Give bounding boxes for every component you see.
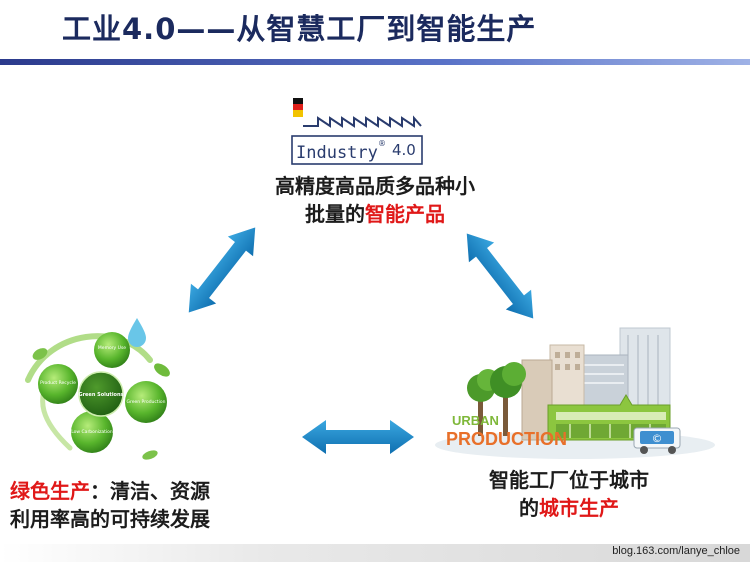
caption-right-line1: 智能工厂位于城市 <box>489 468 649 492</box>
industry-logo-version: 4.0 <box>392 141 416 159</box>
title-underline <box>0 59 750 65</box>
urban-label: URBAN <box>452 413 499 428</box>
green-item-memory: Memory Use <box>98 345 126 351</box>
production-label: PRODUCTION <box>446 429 567 449</box>
urban-production-illustration: © URBAN PRODUCTION <box>435 327 715 459</box>
page-title: 工业4.0——从智慧工厂到智能生产 <box>62 12 537 46</box>
caption-urban-production: 智能工厂位于城市 的城市生产 <box>448 466 690 522</box>
industry-4-logo: Industry ® 4.0 <box>291 98 423 165</box>
caption-top-line1: 高精度高品质多品种小 <box>275 174 475 198</box>
watermark-text: blog.163.com/lanye_chloe <box>612 545 740 557</box>
caption-smart-products: 高精度高品质多品种小 批量的智能产品 <box>237 172 513 228</box>
footer-bar: blog.163.com/lanye_chloe <box>0 544 750 562</box>
green-item-recycle: Product Recycle <box>40 380 76 386</box>
caption-left-line1-rest: ：清洁、资源 <box>90 479 210 503</box>
green-hub-label: Green Solutions <box>78 392 123 398</box>
truck-logo-icon: © <box>652 432 663 445</box>
green-item-production: Green Production <box>127 399 166 405</box>
caption-right-line2-prefix: 的 <box>519 496 539 520</box>
industry-logo-text: Industry <box>296 143 378 163</box>
caption-top-line2-highlight: 智能产品 <box>365 202 445 226</box>
caption-green-production: 绿色生产：清洁、资源 利用率高的可持续发展 <box>10 477 285 533</box>
caption-left-line1-highlight: 绿色生产 <box>10 479 90 503</box>
caption-left-line2: 利用率高的可持续发展 <box>10 507 210 531</box>
caption-top-line2-prefix: 批量的 <box>305 202 365 226</box>
arrow-top-right <box>466 233 534 319</box>
green-solutions-illustration: Memory Use Product Recycle Green Product… <box>25 318 170 460</box>
arrow-bottom <box>302 420 414 454</box>
industry-logo-mark: ® <box>378 139 386 148</box>
green-item-carbon: Low Carbonization <box>71 429 113 435</box>
arrow-top-left <box>188 227 256 313</box>
caption-right-line2-highlight: 城市生产 <box>539 496 619 520</box>
